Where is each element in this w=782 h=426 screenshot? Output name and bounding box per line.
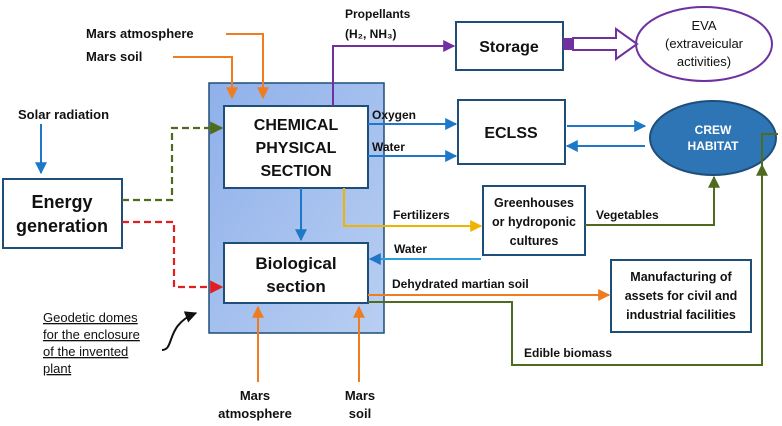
- annotation-line-1: Geodetic domes: [43, 310, 138, 325]
- arrow-fertilizers: [343, 188, 483, 232]
- label-solar-radiation: Solar radiation: [18, 107, 109, 122]
- biological-box: [223, 242, 369, 304]
- arrow-mars-soil-top: [173, 56, 238, 100]
- label-manufacturing-2: assets for civil and: [625, 289, 738, 303]
- energy-generation-box: [2, 178, 123, 249]
- arrow-mars-atmosphere-top: [226, 33, 269, 100]
- label-mars-atmosphere-top: Mars atmosphere: [86, 26, 194, 41]
- greenhouse-box: [482, 185, 586, 256]
- label-chemical-1: CHEMICAL: [254, 117, 339, 134]
- arrow-energy-to-chemical: [122, 121, 224, 202]
- label-manufacturing-1: Manufacturing of: [630, 270, 732, 284]
- label-eclss: ECLSS: [484, 125, 538, 142]
- label-vegetables: Vegetables: [596, 208, 659, 222]
- arrow-energy-to-biological: [122, 220, 224, 294]
- arrow-propellants: [332, 40, 456, 106]
- arrow-edible-biomass: [368, 133, 778, 366]
- label-water-bottom: Water: [394, 242, 427, 256]
- label-eva-1: EVA: [691, 18, 716, 33]
- label-manufacturing-3: industrial facilities: [626, 308, 736, 322]
- label-fertilizers: Fertilizers: [393, 208, 450, 222]
- label-mars-soil-bottom-2: soil: [349, 406, 371, 421]
- label-eva-2: (extraveicular: [665, 36, 744, 51]
- label-mars-soil-bottom-1: Mars: [345, 388, 375, 403]
- label-biological-2: section: [266, 277, 326, 296]
- label-storage: Storage: [479, 39, 539, 56]
- label-mars-soil-top: Mars soil: [86, 49, 142, 64]
- label-mars-atm-bottom-2: atmosphere: [218, 406, 292, 421]
- chemical-physical-box: [223, 105, 369, 189]
- label-oxygen: Oxygen: [372, 108, 416, 122]
- label-chemical-3: SECTION: [260, 163, 331, 180]
- label-dehydrated-soil: Dehydrated martian soil: [392, 277, 529, 291]
- crew-habitat-ellipse: [649, 100, 777, 176]
- label-eva-3: activities): [677, 54, 731, 69]
- label-crew-1: CREW: [695, 123, 732, 137]
- label-greenhouse-3: cultures: [510, 234, 559, 248]
- eclss-box: [457, 99, 566, 165]
- annotation-line-2: for the enclosure: [43, 327, 140, 342]
- label-chemical-2: PHYSICAL: [256, 140, 337, 157]
- label-propellants-formula: (H₂, NH₃): [345, 27, 397, 41]
- arrow-storage-to-eva: [572, 27, 639, 61]
- label-biological-1: Biological: [255, 254, 336, 273]
- label-greenhouse-2: or hydroponic: [492, 215, 576, 229]
- annotation-line-3: of the invented: [43, 344, 128, 359]
- label-crew-2: HABITAT: [688, 139, 740, 153]
- annotation-line-4: plant: [43, 361, 72, 376]
- label-propellants: Propellants: [345, 7, 411, 21]
- label-edible-biomass: Edible biomass: [524, 346, 612, 360]
- arrow-storage-to-eva-tail: [563, 38, 573, 50]
- annotation-pointer: [161, 311, 198, 351]
- label-greenhouse-1: Greenhouses: [494, 196, 574, 210]
- label-mars-atm-bottom-1: Mars: [240, 388, 270, 403]
- arrow-vegetables: [585, 175, 720, 226]
- label-energy-1: Energy: [31, 192, 92, 212]
- label-water-top: Water: [372, 140, 405, 154]
- label-energy-2: generation: [16, 216, 108, 236]
- manufacturing-box: [610, 259, 752, 333]
